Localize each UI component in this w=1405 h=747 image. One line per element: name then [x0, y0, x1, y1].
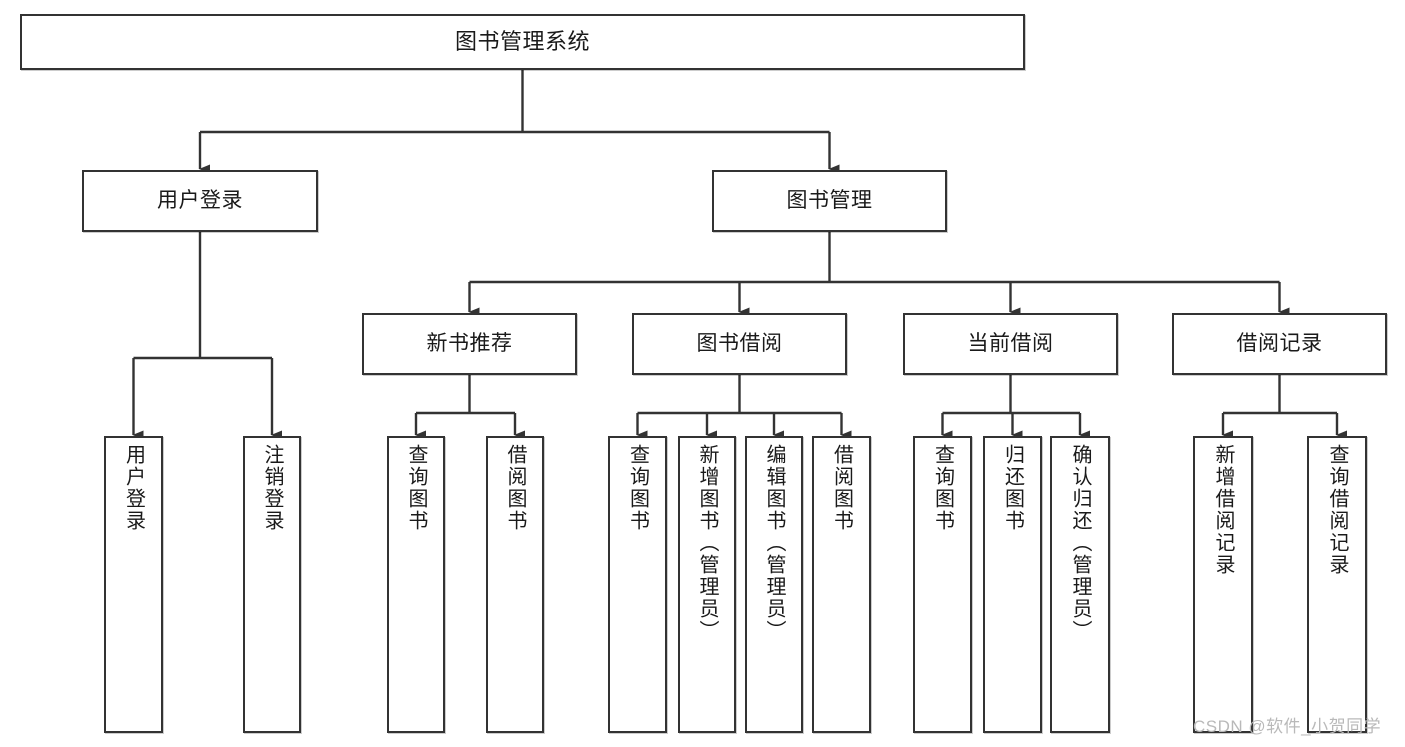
node-label: 借阅记录: [1236, 331, 1323, 355]
node-bookmg[interactable]: 图书管理: [712, 170, 947, 232]
node-label: 借阅图书: [504, 444, 526, 532]
node-label: 查询图书: [405, 444, 427, 532]
node-login[interactable]: 用户登录: [82, 170, 318, 232]
node-l12[interactable]: 新增借阅记录: [1193, 436, 1253, 733]
node-l10[interactable]: 归还图书: [983, 436, 1042, 733]
node-curbor[interactable]: 当前借阅: [903, 313, 1118, 375]
node-label: 查询图书: [931, 444, 954, 532]
node-label: 图书借阅: [696, 331, 783, 355]
node-root[interactable]: 图书管理系统: [20, 14, 1025, 70]
node-label: 查询图书: [626, 444, 649, 532]
node-newrec[interactable]: 新书推荐: [362, 313, 577, 375]
node-label: 归还图书: [1001, 444, 1024, 532]
node-l4[interactable]: 借阅图书: [486, 436, 544, 733]
node-l9[interactable]: 查询图书: [913, 436, 972, 733]
node-label: 借阅图书: [830, 444, 853, 532]
node-label: 图书管理: [786, 188, 873, 212]
node-l7[interactable]: 编辑图书（管理员）: [745, 436, 803, 733]
node-label: 编辑图书（管理员）: [763, 444, 785, 642]
node-l3[interactable]: 查询图书: [387, 436, 445, 733]
node-label: 新增借阅记录: [1212, 444, 1234, 576]
node-label: 注销登录: [261, 444, 283, 532]
node-label: 查询借阅记录: [1326, 444, 1348, 576]
node-borrow[interactable]: 图书借阅: [632, 313, 847, 375]
node-l8[interactable]: 借阅图书: [812, 436, 871, 733]
node-l11[interactable]: 确认归还（管理员）: [1050, 436, 1110, 733]
node-label: 用户登录: [122, 444, 145, 532]
node-l1[interactable]: 用户登录: [104, 436, 163, 733]
node-label: 确认归还（管理员）: [1069, 444, 1091, 642]
node-label: 当前借阅: [967, 331, 1054, 355]
node-label: 图书管理系统: [454, 29, 590, 55]
connector-lines: [132, 70, 1347, 440]
watermark-text: CSDN @软件_小贺同学: [1193, 717, 1382, 736]
node-l13[interactable]: 查询借阅记录: [1307, 436, 1367, 733]
node-label: 新书推荐: [426, 331, 513, 355]
node-l5[interactable]: 查询图书: [608, 436, 667, 733]
node-record[interactable]: 借阅记录: [1172, 313, 1387, 375]
node-label: 新增图书（管理员）: [696, 444, 718, 642]
node-l6[interactable]: 新增图书（管理员）: [678, 436, 736, 733]
node-label: 用户登录: [157, 188, 243, 212]
node-l2[interactable]: 注销登录: [243, 436, 301, 733]
